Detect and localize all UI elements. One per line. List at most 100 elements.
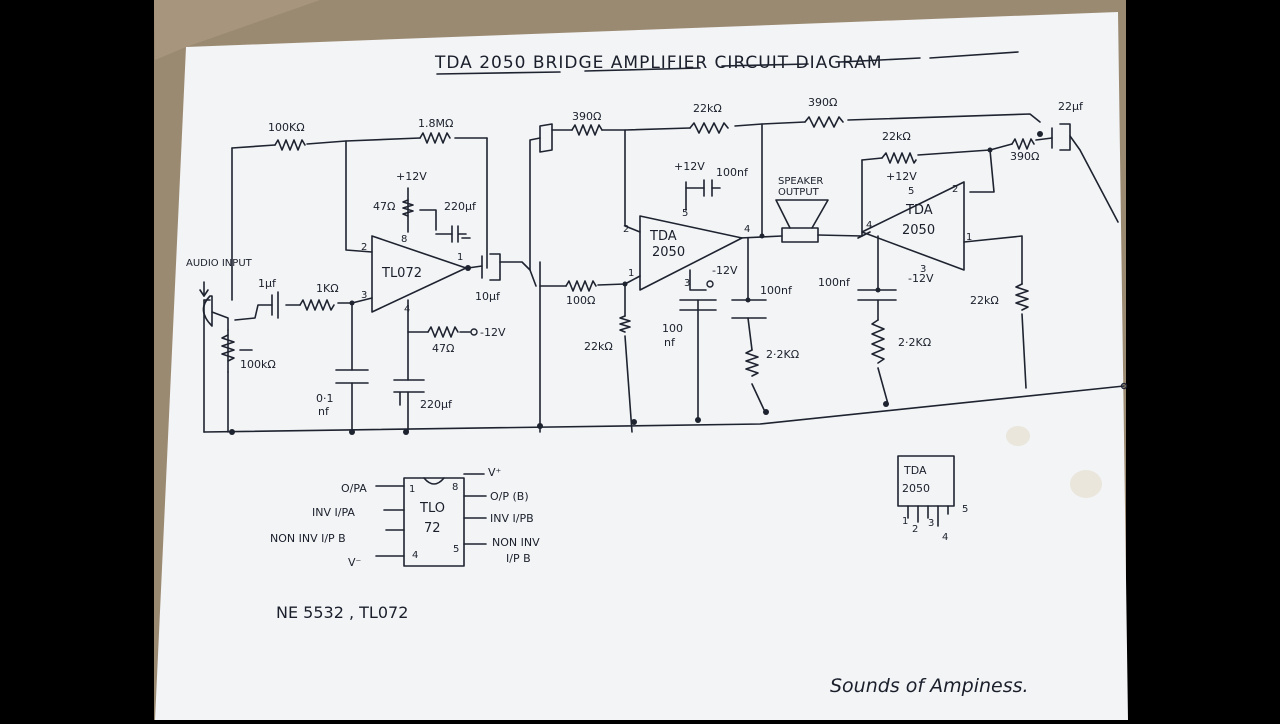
diagram-title: TDA 2050 BRIDGE AMPLIFIER CIRCUIT DIAGRA… (434, 53, 883, 73)
resistor-22k-c (881, 152, 917, 164)
label-r-22k-d: 22kΩ (970, 294, 999, 307)
resistor-22k-d (1015, 283, 1029, 311)
junction-dots (229, 131, 1043, 435)
resistor-1k (299, 299, 335, 311)
label-r-1-8m: 1.8MΩ (418, 117, 453, 130)
label-r-390-a: 390Ω (572, 110, 601, 123)
label-tda-a-pin4: 4 (744, 224, 750, 235)
resistor-22k-b (619, 315, 631, 333)
label-minus12-a: -12V (480, 326, 506, 339)
speaker-symbol (775, 199, 829, 243)
pinout-pin-5: 5 (453, 544, 459, 555)
tda-pinout-chip-1: TDA (903, 464, 927, 477)
tda2050-pinout: TDA 2050 1 2 3 4 5 (897, 455, 968, 543)
label-r-2-2k-a: 2·2KΩ (766, 348, 799, 361)
paper-stain-2 (1070, 470, 1102, 498)
label-c-220uf-a: 220µf (444, 200, 477, 213)
label-r-100: 100Ω (566, 294, 595, 307)
label-tl072: TL072 (381, 266, 422, 281)
label-r-2-2k-b: 2·2KΩ (898, 336, 931, 349)
label-tl-pin8: 8 (401, 234, 407, 245)
table-edge (154, 0, 320, 60)
label-r-22k-b: 22kΩ (584, 340, 613, 353)
label-tda-b-pin4: 4 (866, 220, 872, 231)
tda-pin-3: 3 (928, 518, 934, 529)
tda-pin-1: 1 (902, 516, 908, 527)
resistor-100 (565, 280, 597, 292)
tda-pinout-chip-2: 2050 (902, 482, 930, 495)
pinout-right-5: I/P B (506, 552, 531, 565)
label-plus12-b: +12V (674, 160, 705, 173)
label-tl-pin2: 2 (361, 242, 367, 253)
pinout-right-2: O/P (B) (490, 490, 529, 503)
label-tl-pin4: 4 (404, 304, 410, 315)
label-tda-b-pin3: 3 (920, 264, 926, 275)
paper-stain (1006, 426, 1030, 446)
pinout-right-1: V⁺ (488, 466, 502, 479)
resistor-390-a (571, 124, 603, 136)
pinout-right-3: INV I/PB (490, 512, 534, 525)
label-tda-a-pin5: 5 (682, 208, 688, 219)
pinout-chip-2: 72 (424, 521, 441, 536)
label-c-220uf-b: 220µf (420, 398, 453, 411)
label-c-100nf-a: 100nf (716, 166, 749, 179)
resistor-2-2k-a (745, 349, 759, 377)
label-c-100nf-d: 100nf (818, 276, 851, 289)
label-c-22uf: 22µf (1058, 100, 1084, 113)
resistor-47-a (402, 199, 414, 217)
label-c-100nf-c: 100nf (760, 284, 793, 297)
pinout-left-4: V⁻ (348, 556, 362, 569)
potentiometer-100k (221, 334, 235, 362)
label-tda-a-2: 2050 (652, 245, 685, 260)
resistors (221, 116, 1035, 377)
resistor-47-b (427, 326, 459, 338)
label-c-10uf: 10µf (475, 290, 501, 303)
component-labels: AUDIO INPUT 100KΩ 1.8MΩ +12V 47Ω 220µf 8… (186, 96, 1084, 418)
resistor-100k (274, 139, 306, 151)
label-tl-pin3: 3 (361, 290, 367, 301)
label-c-100nf-b1: 100 (662, 322, 683, 335)
pinout-pin-1: 1 (409, 484, 415, 495)
label-audio-input: AUDIO INPUT (186, 258, 253, 269)
tl072-pinout: TLO 72 O/PA INV I/PA NON INV I/P B V⁻ V⁺… (270, 466, 540, 569)
pinout-right-4: NON INV (492, 536, 540, 549)
label-tl-pin1: 1 (457, 252, 463, 263)
label-r-22k-c: 22kΩ (882, 130, 911, 143)
pinout-pin-8: 8 (452, 482, 458, 493)
label-r-390-c: 390Ω (1010, 150, 1039, 163)
wires (203, 113, 1125, 433)
label-tda-a-pin2: 2 (623, 224, 629, 235)
pinout-pin-4: 4 (412, 550, 418, 561)
paper-sheet (155, 12, 1128, 720)
label-r-1k: 1KΩ (316, 282, 339, 295)
op-amp-tl072 (371, 235, 467, 313)
label-tda-b-1: TDA (905, 203, 933, 218)
tda-pin-5: 5 (962, 504, 968, 515)
label-tda-a-1: TDA (649, 229, 677, 244)
label-tda-b-pin5: 5 (908, 186, 914, 197)
label-pot-100k: 100kΩ (240, 358, 276, 371)
label-r-47-a: 47Ω (373, 200, 395, 213)
label-plus12-c: +12V (886, 170, 917, 183)
label-c-01nf-1: 0·1 (316, 392, 334, 405)
title-underlines (436, 51, 1019, 75)
capacitors (271, 123, 1071, 406)
resistor-1-8m (419, 132, 451, 144)
pinout-left-3: NON INV I/P B (270, 532, 346, 545)
pinout-chip-1: TLO (419, 501, 445, 516)
label-tda-b-2: 2050 (902, 223, 935, 238)
label-r-100k-top: 100KΩ (268, 121, 305, 134)
label-r-22k-a: 22kΩ (693, 102, 722, 115)
label-minus12-b: -12V (712, 264, 738, 277)
label-c-01nf-2: nf (318, 405, 330, 418)
resistor-22k-a (689, 122, 729, 134)
pinout-left-1: O/PA (341, 482, 367, 495)
tda-pin-4: 4 (942, 532, 948, 543)
pinout-left-2: INV I/PA (312, 506, 355, 519)
label-plus12-a: +12V (396, 170, 427, 183)
terminal-circles (470, 280, 1128, 390)
footnote: NE 5532 , TL072 (276, 603, 408, 622)
label-c-100nf-b2: nf (664, 336, 676, 349)
